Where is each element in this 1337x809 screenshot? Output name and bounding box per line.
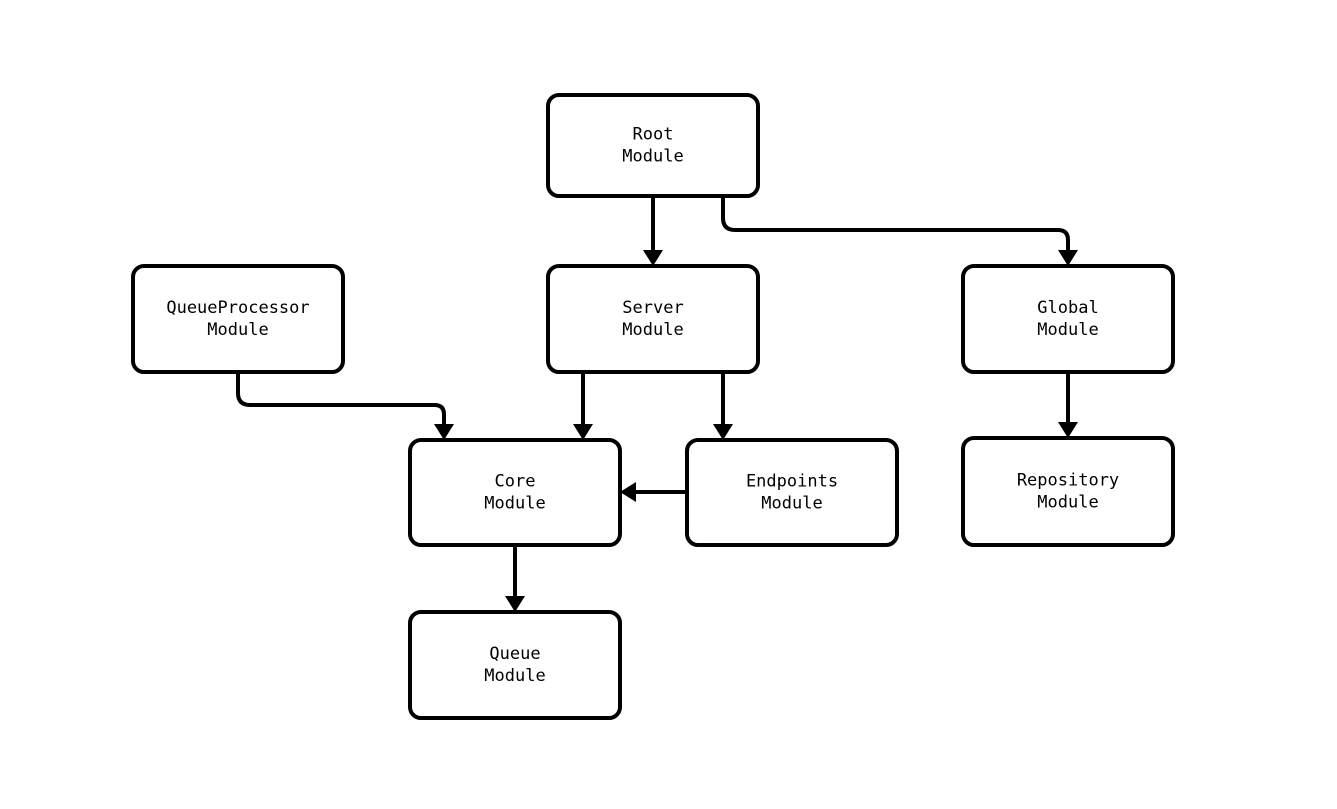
queueprocessor-module-box[interactable] [131, 264, 345, 374]
edge-root-to-global-line [721, 196, 1070, 250]
edge-root-to-global [721, 196, 1078, 266]
global-module-box[interactable] [961, 264, 1175, 374]
endpoints-module-box[interactable] [685, 438, 899, 547]
edge-core-to-queue-arrowhead [505, 596, 525, 612]
edge-root-to-server [643, 196, 663, 266]
edge-global-to-repository [1058, 372, 1078, 438]
edge-endpoints-to-core [620, 482, 687, 502]
edge-root-to-global-arrowhead [1058, 250, 1078, 266]
edge-server-to-endpoints-arrowhead [713, 424, 733, 440]
edge-global-to-repository-arrowhead [1058, 422, 1078, 438]
edge-core-to-queue [505, 545, 525, 612]
edge-root-to-server-arrowhead [643, 250, 663, 266]
edge-endpoints-to-core-arrowhead [620, 482, 636, 502]
edge-queueprocessor-to-core-arrowhead [434, 424, 454, 440]
server-module-box[interactable] [546, 264, 760, 374]
edge-server-to-core-arrowhead [573, 424, 593, 440]
edge-server-to-endpoints [713, 372, 733, 440]
edge-server-to-core [573, 372, 593, 440]
edge-queueprocessor-to-core-line [236, 372, 446, 424]
queue-module-box[interactable] [408, 610, 622, 720]
root-module-box[interactable] [546, 93, 760, 198]
edge-queueprocessor-to-core [236, 372, 454, 440]
repository-module-box[interactable] [961, 436, 1175, 547]
core-module-box[interactable] [408, 438, 622, 547]
edges-layer [236, 196, 1078, 612]
